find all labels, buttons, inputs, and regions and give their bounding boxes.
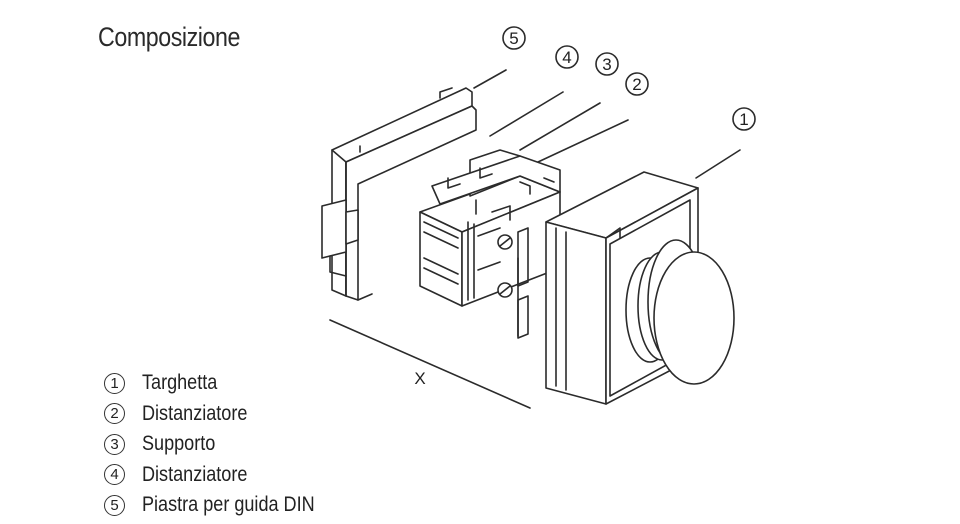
legend-number-1: 1 bbox=[104, 372, 125, 394]
legend-number-5: 5 bbox=[104, 494, 125, 516]
legend-label-1: Targhetta bbox=[142, 371, 218, 395]
legend-item-2: 2 Distanziatore bbox=[104, 399, 343, 430]
callout-4-number: 4 bbox=[562, 48, 571, 67]
legend-label-5: Piastra per guida DIN bbox=[142, 493, 315, 517]
callout-1: 1 bbox=[695, 107, 756, 179]
legend-label-2: Distanziatore bbox=[142, 401, 248, 425]
callout-2-number: 2 bbox=[632, 75, 641, 94]
legend-item-4: 4 Distanziatore bbox=[104, 460, 343, 491]
callout-3: 3 bbox=[519, 52, 619, 151]
legend-item-5: 5 Piastra per guida DIN bbox=[104, 490, 343, 521]
legend-number-3: 3 bbox=[104, 433, 125, 455]
legend-label-3: Supporto bbox=[142, 432, 216, 456]
din-rail-plate bbox=[321, 87, 477, 301]
legend-list: 1 Targhetta 2 Distanziatore 3 Supporto 4… bbox=[104, 368, 343, 521]
callout-1-number: 1 bbox=[739, 110, 748, 129]
push-button-operator bbox=[545, 171, 735, 405]
callout-4: 4 bbox=[489, 45, 579, 137]
legend-item-1: 1 Targhetta bbox=[104, 368, 343, 399]
legend-item-3: 3 Supporto bbox=[104, 429, 343, 460]
diagram-title: Composizione bbox=[98, 22, 240, 52]
dimension-x-label: X bbox=[414, 369, 425, 388]
legend-number-4: 4 bbox=[104, 464, 125, 486]
legend-label-4: Distanziatore bbox=[142, 462, 248, 486]
contact-block bbox=[419, 149, 561, 339]
dimension-x: X bbox=[329, 319, 531, 409]
callout-5-number: 5 bbox=[509, 29, 518, 48]
callout-5: 5 bbox=[473, 26, 526, 89]
callout-3-number: 3 bbox=[602, 55, 611, 74]
callout-2: 2 bbox=[537, 72, 649, 163]
legend-number-2: 2 bbox=[104, 403, 125, 425]
